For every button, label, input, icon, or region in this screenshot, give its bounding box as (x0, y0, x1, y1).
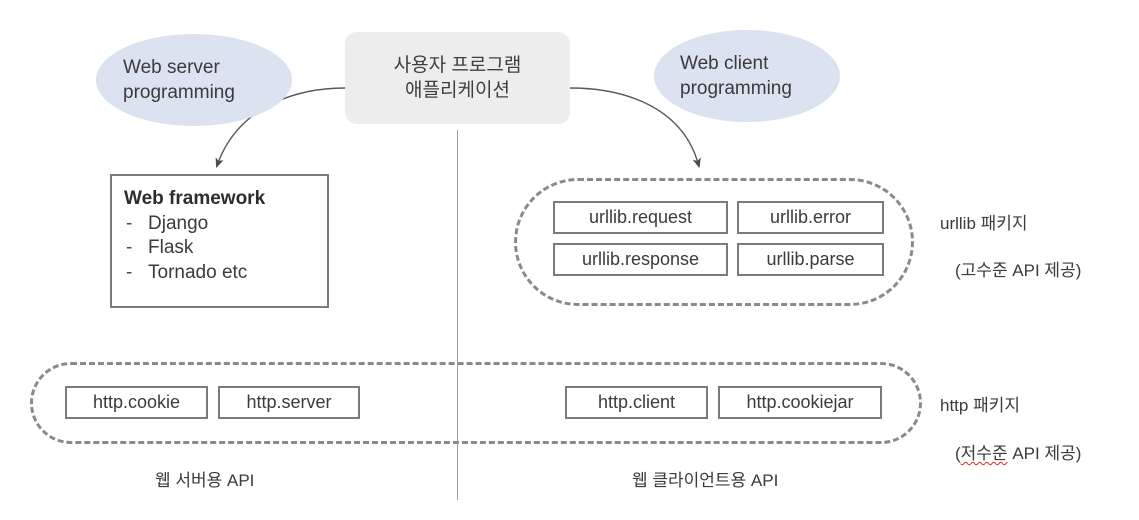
web-framework-item-label: Django (148, 212, 209, 234)
central-box-line2: 애플리케이션 (405, 80, 510, 101)
http-note-open-paren: ( (955, 444, 961, 463)
http-server-module-group: http.cookie http.server (65, 386, 360, 419)
http-note-rest: API 제공) (1007, 444, 1082, 463)
web-framework-item-label: Tornado etc (148, 262, 248, 284)
bubble-server-line2: programming (123, 82, 235, 103)
caption-web-server-api: 웹 서버용 API (155, 471, 255, 490)
urllib-row-2: urllib.response urllib.parse (553, 243, 884, 276)
module-box-http-server: http.server (218, 386, 360, 419)
label-urllib-package: urllib 패키지 (940, 214, 1028, 233)
module-box-urllib-response: urllib.response (553, 243, 728, 276)
dash-bullet: - (126, 212, 133, 234)
label-http-package: http 패키지 (940, 396, 1020, 415)
bubble-web-client-programming: Web client programming (654, 30, 840, 122)
bubble-client-line1: Web client (680, 52, 769, 74)
module-box-urllib-parse: urllib.parse (737, 243, 884, 276)
module-box-urllib-error: urllib.error (737, 201, 884, 234)
urllib-module-group: urllib.request urllib.error urllib.respo… (553, 201, 884, 276)
web-framework-list: - Django - Flask - Tornado etc (124, 212, 327, 286)
module-box-http-client: http.client (565, 386, 708, 419)
bubble-client-line2: programming (680, 78, 792, 99)
http-note-spellcheck-word: 저수준 (960, 444, 1008, 463)
dash-bullet: - (126, 237, 133, 259)
caption-web-client-api: 웹 클라이언트용 API (632, 471, 779, 490)
module-box-urllib-request: urllib.request (553, 201, 728, 234)
http-package-capsule (30, 362, 922, 444)
web-framework-item-label: Flask (148, 237, 194, 259)
list-item: - Flask (124, 236, 327, 261)
urllib-package-capsule (514, 178, 914, 306)
module-box-http-cookiejar: http.cookiejar (718, 386, 882, 419)
web-framework-box: Web framework - Django - Flask - Tornado… (110, 174, 329, 308)
module-box-http-cookie: http.cookie (65, 386, 208, 419)
list-item: - Tornado etc (124, 261, 327, 286)
bubble-web-server-programming: Web server programming (96, 34, 292, 126)
central-user-program-box: 사용자 프로그램 애플리케이션 (345, 32, 570, 124)
dash-bullet: - (126, 262, 133, 284)
central-box-line1: 사용자 프로그램 (393, 54, 522, 76)
vertical-divider (457, 130, 458, 500)
label-http-note: (저수준 API 제공) (955, 439, 1081, 464)
bubble-server-line1: Web server (123, 56, 220, 78)
web-framework-title: Web framework (124, 188, 266, 209)
urllib-row-1: urllib.request urllib.error (553, 201, 884, 234)
list-item: - Django (124, 212, 327, 237)
http-client-module-group: http.client http.cookiejar (565, 386, 882, 419)
label-urllib-note: (고수준 API 제공) (955, 261, 1082, 280)
